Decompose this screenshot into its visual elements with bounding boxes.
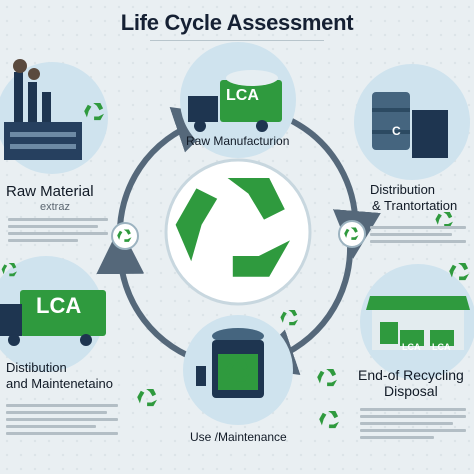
distribution-left-label-line1: Distibution (6, 360, 67, 375)
barrels-icon (372, 92, 448, 158)
node-right (338, 220, 366, 248)
node-left (111, 222, 139, 250)
end-of-life-text-block (360, 408, 466, 443)
deco-recycle-icon-1 (435, 212, 453, 228)
raw-material-label: Raw Material (6, 183, 94, 200)
end-of-life-label-line2: Disposal (384, 383, 438, 399)
deco-recycle-icon-4 (317, 369, 337, 387)
bin-icon (196, 328, 264, 398)
end-of-life-label-line1: End-of Recycling (358, 367, 464, 383)
distribution-left-label-line2: and Maintenetaino (6, 376, 113, 391)
raw-material-sublabel: extraz (40, 201, 70, 213)
distribution-top-badge: C (392, 124, 401, 138)
distribution-top-label-line1: Distribution (370, 182, 436, 197)
end-of-life-badge-2: LCA (432, 342, 451, 352)
truck-icon-left (0, 290, 106, 346)
deco-recycle-icon-3 (280, 310, 298, 326)
title-divider (150, 40, 324, 41)
market-icon (366, 296, 470, 350)
factory-icon (4, 59, 82, 160)
page-title: Life Cycle Assessment (120, 10, 354, 35)
deco-recycle-icon-5 (319, 411, 339, 429)
distribution-left-text-block (6, 404, 118, 439)
truck-icon-top (188, 70, 282, 132)
use-label: Use /Maintenance (190, 430, 287, 444)
cycle-arrow-upper-right (288, 117, 381, 259)
raw-material-text-block (8, 218, 108, 246)
raw-manufacturing-label: Raw Manufacturion (186, 134, 290, 148)
distribution-top-text-block (370, 226, 466, 247)
deco-recycle-icon-6 (137, 389, 157, 407)
end-of-life-badge-1: LCA (402, 342, 421, 352)
distribution-left-badge: LCA (36, 293, 82, 318)
cycle-arrow-upper-left (116, 106, 223, 241)
raw-manufacturing-badge: LCA (226, 87, 259, 104)
distribution-top-label-line2: & Trantortation (372, 198, 458, 213)
